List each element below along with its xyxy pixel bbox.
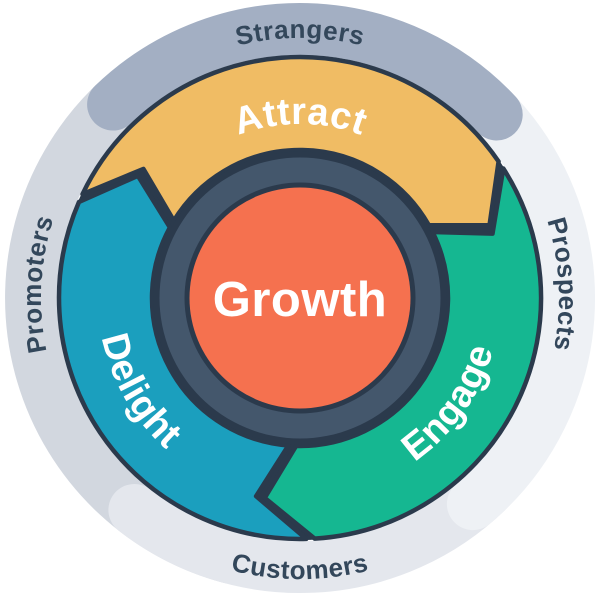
ring-band-strangers — [87, 3, 523, 141]
growth-label: Growth — [213, 273, 387, 327]
segments — [56, 54, 544, 542]
segment-attract — [80, 54, 501, 228]
hub-center-circle — [189, 187, 411, 409]
outer-ring — [5, 3, 595, 593]
ring-band-prospects — [446, 65, 595, 531]
segment-engage — [262, 166, 544, 541]
growth-hub: Growth — [153, 151, 447, 445]
ring-band-customers — [108, 465, 513, 593]
segment-delight — [56, 173, 309, 542]
